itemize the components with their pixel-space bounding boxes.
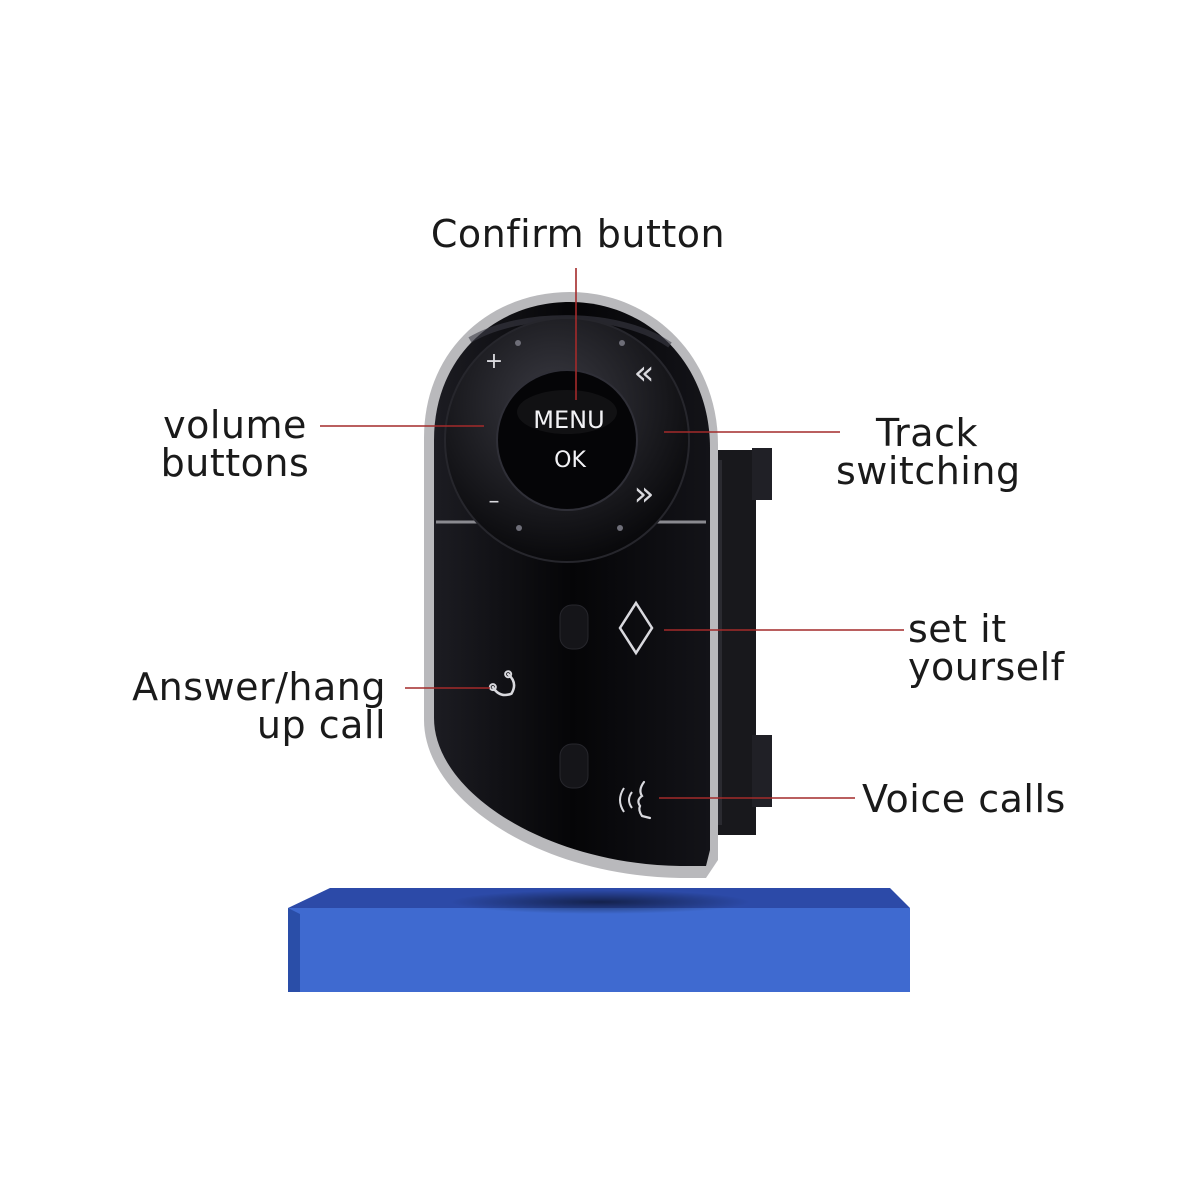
leader-lines: [320, 268, 904, 799]
callout-line: Confirm button: [430, 212, 726, 256]
lower-button-pad: [559, 743, 589, 789]
lower-button-pad: [559, 604, 589, 650]
callout-line: up call: [256, 703, 386, 747]
chevron-double-left-icon: «: [634, 353, 655, 393]
callout-line: volume: [163, 403, 307, 447]
phone-icon[interactable]: [488, 670, 522, 702]
callout-track-switching: Track switching: [836, 411, 1021, 493]
pedestal: [288, 888, 910, 992]
device-shadow: [450, 890, 750, 914]
center-button[interactable]: [496, 369, 638, 511]
callout-line: Voice calls: [862, 777, 1066, 821]
chevron-double-right-icon: »: [634, 474, 655, 514]
ok-label: OK: [554, 448, 586, 473]
callout-line: buttons: [160, 441, 310, 485]
voice-icon[interactable]: [619, 780, 652, 820]
callout-set-it-yourself: set it yourself: [908, 610, 1065, 686]
callout-confirm-button: Confirm button: [425, 215, 731, 253]
callout-line: yourself: [908, 645, 1065, 689]
indicator-dot: [617, 525, 623, 531]
indicator-dot: [516, 525, 522, 531]
diamond-icon[interactable]: [618, 600, 654, 656]
callout-line: set it: [908, 607, 1007, 651]
callout-line: switching: [836, 449, 1021, 493]
indicator-dot: [619, 340, 625, 346]
pedestal-shade: [288, 908, 300, 992]
steering-wheel-remote: + – « » MENU OK: [424, 292, 718, 878]
callout-voice-calls: Voice calls: [862, 780, 1066, 818]
pedestal-front: [288, 908, 910, 992]
callout-line: Answer/hang: [132, 665, 386, 709]
callout-answer-hang-up-call: Answer/hang up call: [130, 668, 386, 744]
volume-minus-icon: –: [489, 489, 500, 514]
indicator-dot: [515, 340, 521, 346]
volume-plus-icon: +: [485, 349, 503, 374]
callout-line: Track: [876, 411, 978, 455]
callout-volume-buttons: volume buttons: [150, 406, 320, 482]
menu-label: MENU: [533, 406, 604, 434]
